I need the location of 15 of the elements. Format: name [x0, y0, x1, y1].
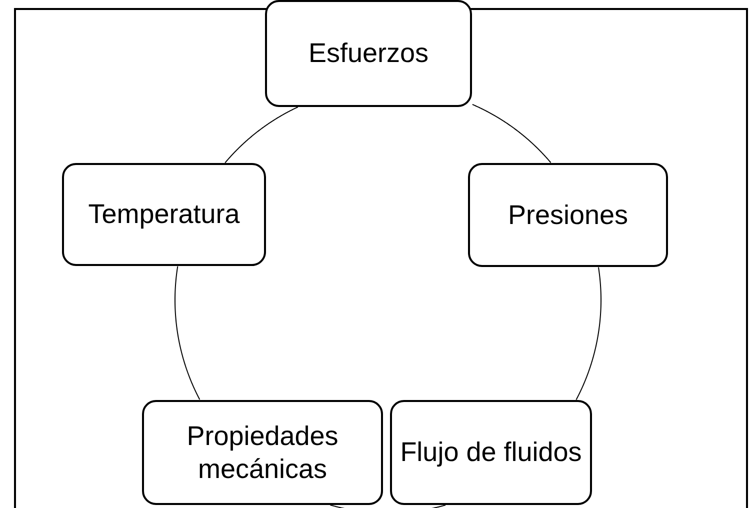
connector-arc: [174, 266, 200, 400]
rounded-box: [265, 0, 472, 107]
connector-arc: [224, 106, 298, 164]
node-label: Esfuerzos: [308, 37, 429, 70]
connector-arc: [576, 266, 602, 400]
rounded-box: [142, 400, 383, 505]
connector-arc: [330, 504, 446, 508]
rounded-box: [390, 400, 592, 505]
node-label: Flujo de fluidos: [400, 436, 582, 469]
node-label: Presiones: [508, 198, 628, 232]
connector-arc: [472, 104, 552, 164]
rounded-box: [468, 163, 668, 267]
node-label: Temperatura: [88, 198, 240, 231]
rounded-box: [62, 163, 266, 266]
node-label: Propiedades mecánicas: [186, 420, 340, 486]
